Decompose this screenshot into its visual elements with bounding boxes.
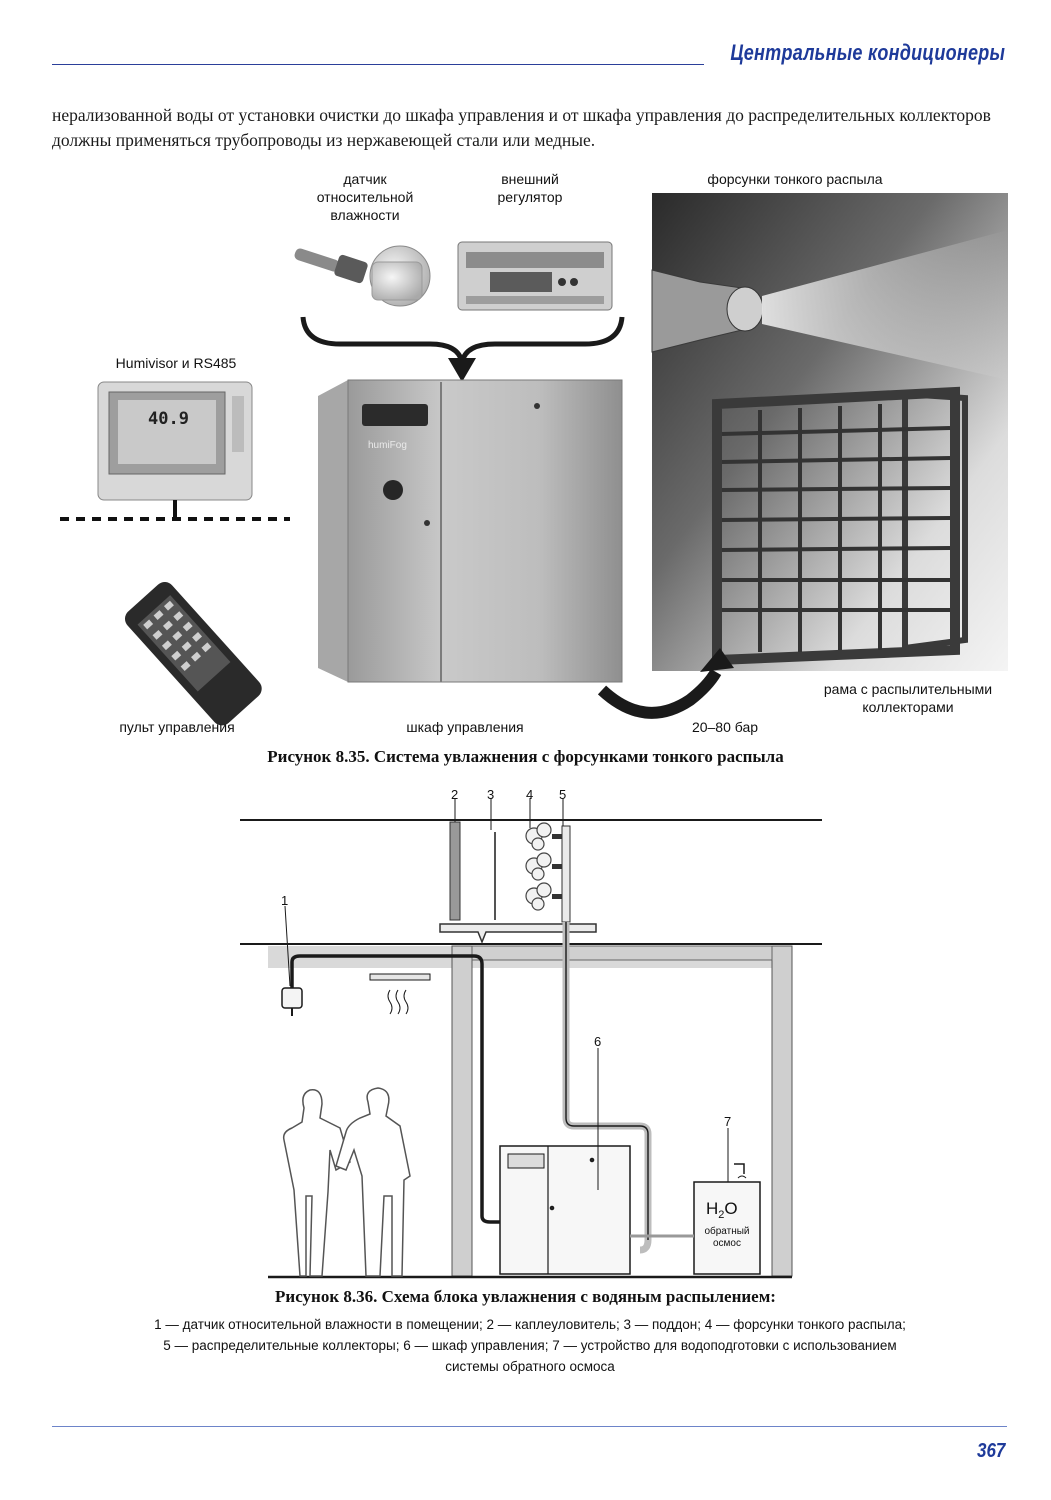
ro-label-line2: осмос xyxy=(713,1238,741,1249)
page-number: 367 xyxy=(976,1440,1005,1462)
schematic-label-4: 4 xyxy=(526,787,533,802)
schematic-label-7: 7 xyxy=(724,1114,731,1129)
humivisor-image: 40.9 xyxy=(60,381,290,521)
schematic-label-2: 2 xyxy=(451,787,458,802)
body-paragraph: нерализованной воды от установки очистки… xyxy=(52,105,991,150)
legend-line: 1 — датчик относительной влажности в пом… xyxy=(154,1317,906,1332)
label-remote: пульт управления xyxy=(119,719,235,735)
figure-8-35-caption: Рисунок 8.35. Система увлажнения с форсу… xyxy=(267,747,784,766)
label-cabinet: шкаф управления xyxy=(406,719,524,735)
running-header-title: Центральные кондиционеры xyxy=(730,40,1005,65)
label-humivisor: Humivisor и RS485 xyxy=(115,355,237,371)
label-external-regulator: внешний регулятор xyxy=(497,171,563,205)
legend-line: 5 — распределительные коллекторы; 6 — шк… xyxy=(163,1338,897,1353)
label-pressure: 20–80 бар xyxy=(691,719,759,735)
svg-text:humiFog: humiFog xyxy=(368,440,407,451)
humidity-sensor-image xyxy=(294,245,431,307)
remote-control-image xyxy=(124,582,262,726)
schematic-label-6: 6 xyxy=(594,1034,601,1049)
legend-line: системы обратного осмоса xyxy=(445,1359,615,1374)
label-humidity-sensor: датчик относительной влажности xyxy=(316,171,414,223)
merge-arrow xyxy=(300,316,625,382)
control-cabinet-image: humiFog xyxy=(318,379,623,683)
label-nozzles: форсунки тонкого распыла xyxy=(707,171,883,187)
external-regulator-image xyxy=(457,241,613,311)
ro-label-line1: обратный xyxy=(704,1225,749,1237)
footer-rule xyxy=(52,1426,1007,1427)
schematic-diagram xyxy=(240,798,822,1279)
humivisor-display-value: 40.9 xyxy=(148,409,189,429)
schematic-label-1: 1 xyxy=(281,893,288,908)
pressure-arrow xyxy=(597,648,734,719)
label-frame: рама с распылительными коллекторами xyxy=(823,681,993,715)
schematic-label-3: 3 xyxy=(487,787,494,802)
h2o-label: H2O xyxy=(706,1199,738,1221)
nozzle-and-frame-photo xyxy=(651,193,1008,671)
schematic-label-5: 5 xyxy=(559,787,566,802)
header-rule xyxy=(52,64,704,65)
figure-8-36-caption: Рисунок 8.36. Схема блока увлажнения с в… xyxy=(275,1287,776,1306)
figure-8-36-legend: 1 — датчик относительной влажности в пом… xyxy=(30,1314,1030,1377)
